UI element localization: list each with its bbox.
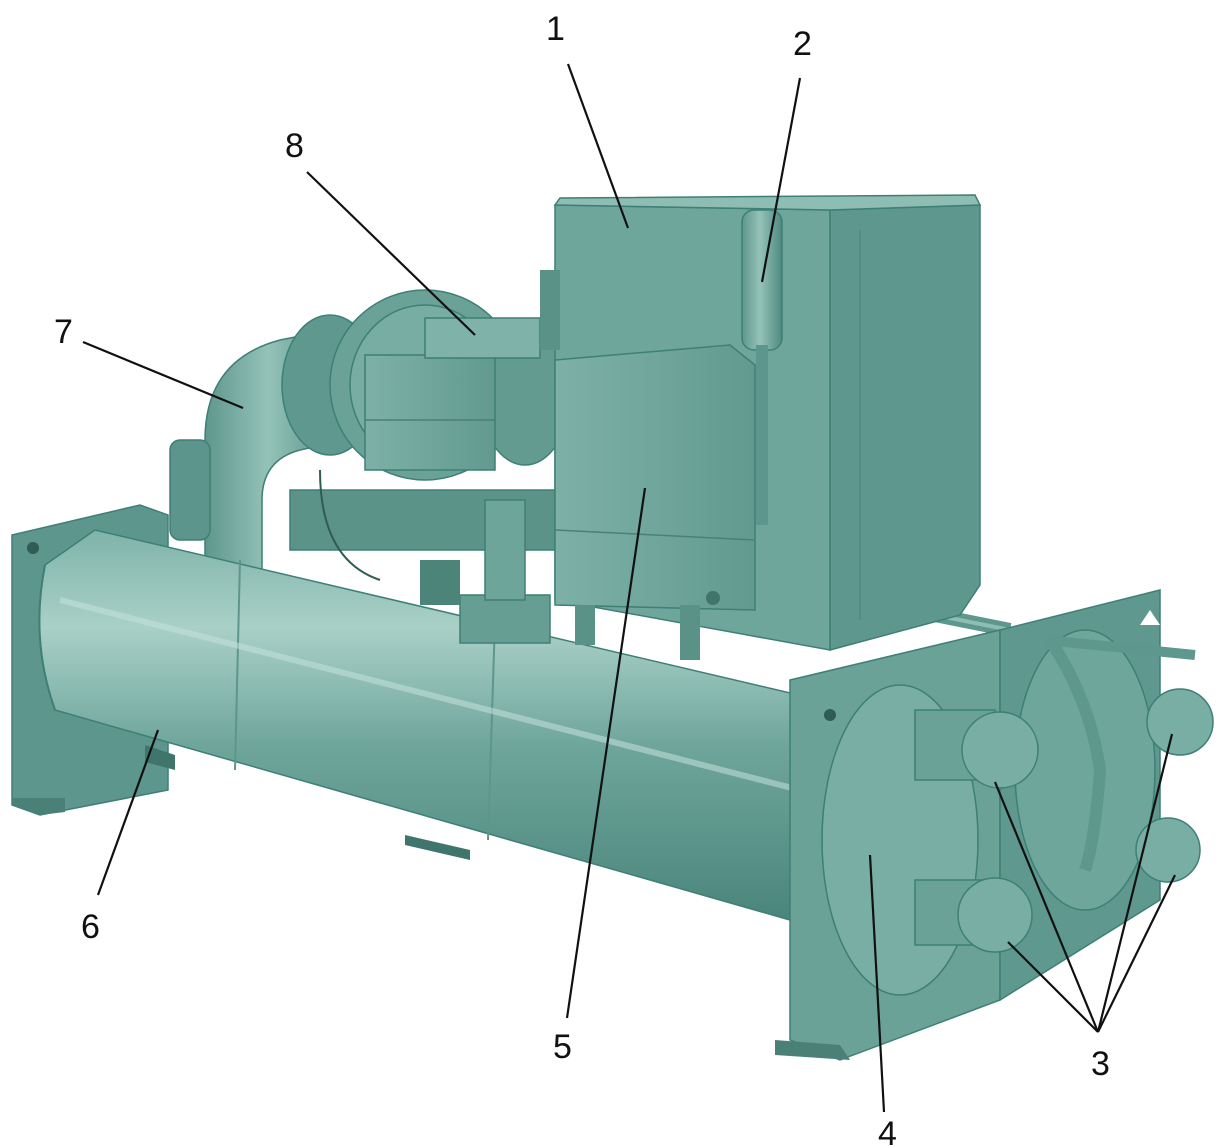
callout-1: 1 — [546, 10, 565, 48]
chiller-illustration — [11, 194, 1214, 1061]
nozzle-upper-rear — [1146, 688, 1214, 756]
nozzle-lower-rear — [1135, 817, 1201, 883]
oil-separator-column — [741, 209, 783, 525]
leader-line-6 — [96, 729, 160, 896]
right-end-plates — [775, 589, 1161, 1061]
callout-5: 5 — [553, 1028, 572, 1066]
leader-line-1 — [566, 63, 630, 229]
leader-line-5 — [565, 487, 647, 1019]
water-nozzles — [914, 635, 1214, 953]
leader-line-3a — [993, 781, 1100, 1033]
nozzle-upper-front — [914, 709, 1039, 789]
leader-line-3d — [1097, 874, 1176, 1033]
compressor — [281, 289, 571, 481]
callout-6: 6 — [81, 908, 100, 946]
callout-8: 8 — [285, 127, 304, 165]
leader-line-3b — [1007, 941, 1099, 1033]
callout-numbers: 1 2 3 4 5 6 7 8 — [54, 10, 1110, 1146]
nozzle-lower-front — [914, 877, 1033, 953]
control-panel-box — [554, 344, 756, 660]
callout-3: 3 — [1091, 1045, 1110, 1083]
callout-4: 4 — [878, 1115, 897, 1146]
leader-lines — [82, 63, 1176, 1113]
callout-2: 2 — [793, 25, 812, 63]
callout-7: 7 — [54, 313, 73, 351]
leader-line-3c — [1096, 733, 1174, 1033]
leader-line-4 — [868, 854, 886, 1113]
leader-line-7 — [82, 340, 244, 410]
evaporator-shell — [38, 529, 821, 921]
leader-line-2 — [760, 77, 802, 283]
leader-line-8 — [306, 171, 476, 336]
